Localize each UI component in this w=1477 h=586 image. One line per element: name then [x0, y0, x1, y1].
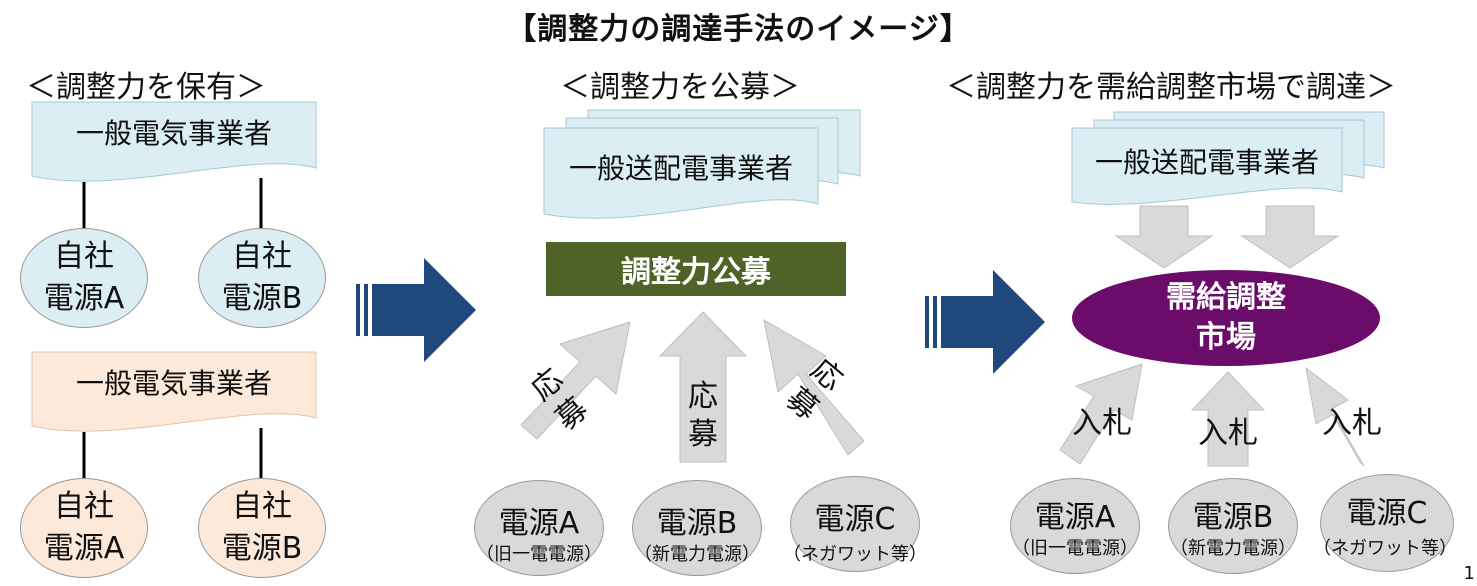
bid-label-center: 入札	[1198, 416, 1258, 451]
right-source-a-name: 電源A	[1034, 500, 1116, 535]
right-column-heading: ＜調整力を需給調整市場で調達＞	[946, 70, 1396, 105]
balancing-market: 需給調整 市場	[1072, 270, 1380, 366]
operator-name: 一般電気事業者	[75, 117, 272, 150]
own-source-b-1: 自社 電源B	[198, 228, 326, 328]
market-label: 需給調整 市場	[1166, 280, 1286, 355]
right-source-b	[1168, 478, 1298, 574]
mid-source-a	[474, 480, 604, 576]
right-source-c	[1320, 474, 1454, 572]
right-source-a-sub: （旧一電電源）	[1012, 538, 1138, 559]
own-source-a-1: 自社 電源A	[20, 228, 148, 328]
mid-source-b	[632, 480, 762, 576]
bid-arrow-center	[1190, 371, 1266, 467]
source-label: 自社 電源A	[43, 239, 125, 316]
mid-source-c	[790, 476, 920, 572]
operator-name: 一般送配電事業者	[568, 152, 793, 185]
middle-column-heading: ＜調整力を公募＞	[560, 70, 800, 105]
page-title: 【調整力の調達手法のイメージ】	[506, 12, 971, 47]
down-arrow-left	[1114, 205, 1214, 269]
middle-operator-stack	[543, 109, 861, 219]
mid-source-a-sub: （旧一電電源）	[476, 544, 602, 565]
bid-arrow-left	[1059, 363, 1143, 465]
right-operator-stack	[1071, 111, 1385, 205]
bid-label-right: 入札	[1322, 406, 1382, 441]
left-operator-box-1	[31, 101, 317, 182]
apply-arrow-right	[763, 319, 865, 456]
apply-text: 応 募	[688, 379, 718, 452]
left-operator-box-2	[31, 351, 317, 432]
own-source-a-2: 自社 電源A	[20, 478, 148, 578]
mid-source-c-name: 電源C	[814, 502, 896, 537]
apply-arrow-left	[520, 321, 631, 440]
down-arrow-right	[1240, 205, 1340, 269]
left-operator-label-1: 一般電気事業者	[32, 102, 316, 172]
bid-arrow-right	[1305, 366, 1365, 467]
source-label: 自社 電源B	[221, 239, 303, 316]
operator-name: 一般送配電事業者	[1094, 146, 1319, 179]
apply-label-center: 応 募	[683, 378, 723, 454]
right-operator-label: 一般送配電事業者	[1072, 130, 1342, 202]
mid-source-c-sub: （ネガワット等）	[783, 544, 927, 565]
left-column-heading: ＜調整力を保有＞	[26, 70, 266, 105]
right-source-a	[1010, 478, 1140, 574]
mid-source-b-name: 電源B	[656, 506, 738, 541]
bid-label-left: 入札	[1072, 406, 1132, 441]
mid-source-a-name: 電源A	[498, 506, 580, 541]
right-source-c-name: 電源C	[1346, 496, 1428, 531]
middle-operator-label: 一般送配電事業者	[544, 130, 818, 214]
right-source-c-sub: （ネガワット等）	[1313, 538, 1457, 559]
transition-arrow-1	[356, 258, 476, 362]
public-tender-bar: 調整力公募	[546, 242, 846, 296]
right-source-b-name: 電源B	[1192, 500, 1274, 535]
left-operator-label-2: 一般電気事業者	[32, 352, 316, 422]
source-label: 自社 電源B	[221, 489, 303, 566]
page-number: 1	[1463, 563, 1475, 584]
source-label: 自社 電源A	[43, 489, 125, 566]
own-source-b-2: 自社 電源B	[198, 478, 326, 578]
operator-name: 一般電気事業者	[75, 367, 272, 400]
right-source-b-sub: （新電力電源）	[1170, 538, 1296, 559]
mid-source-b-sub: （新電力電源）	[634, 544, 760, 565]
transition-arrow-2	[925, 270, 1045, 374]
apply-arrow-center	[658, 311, 748, 463]
